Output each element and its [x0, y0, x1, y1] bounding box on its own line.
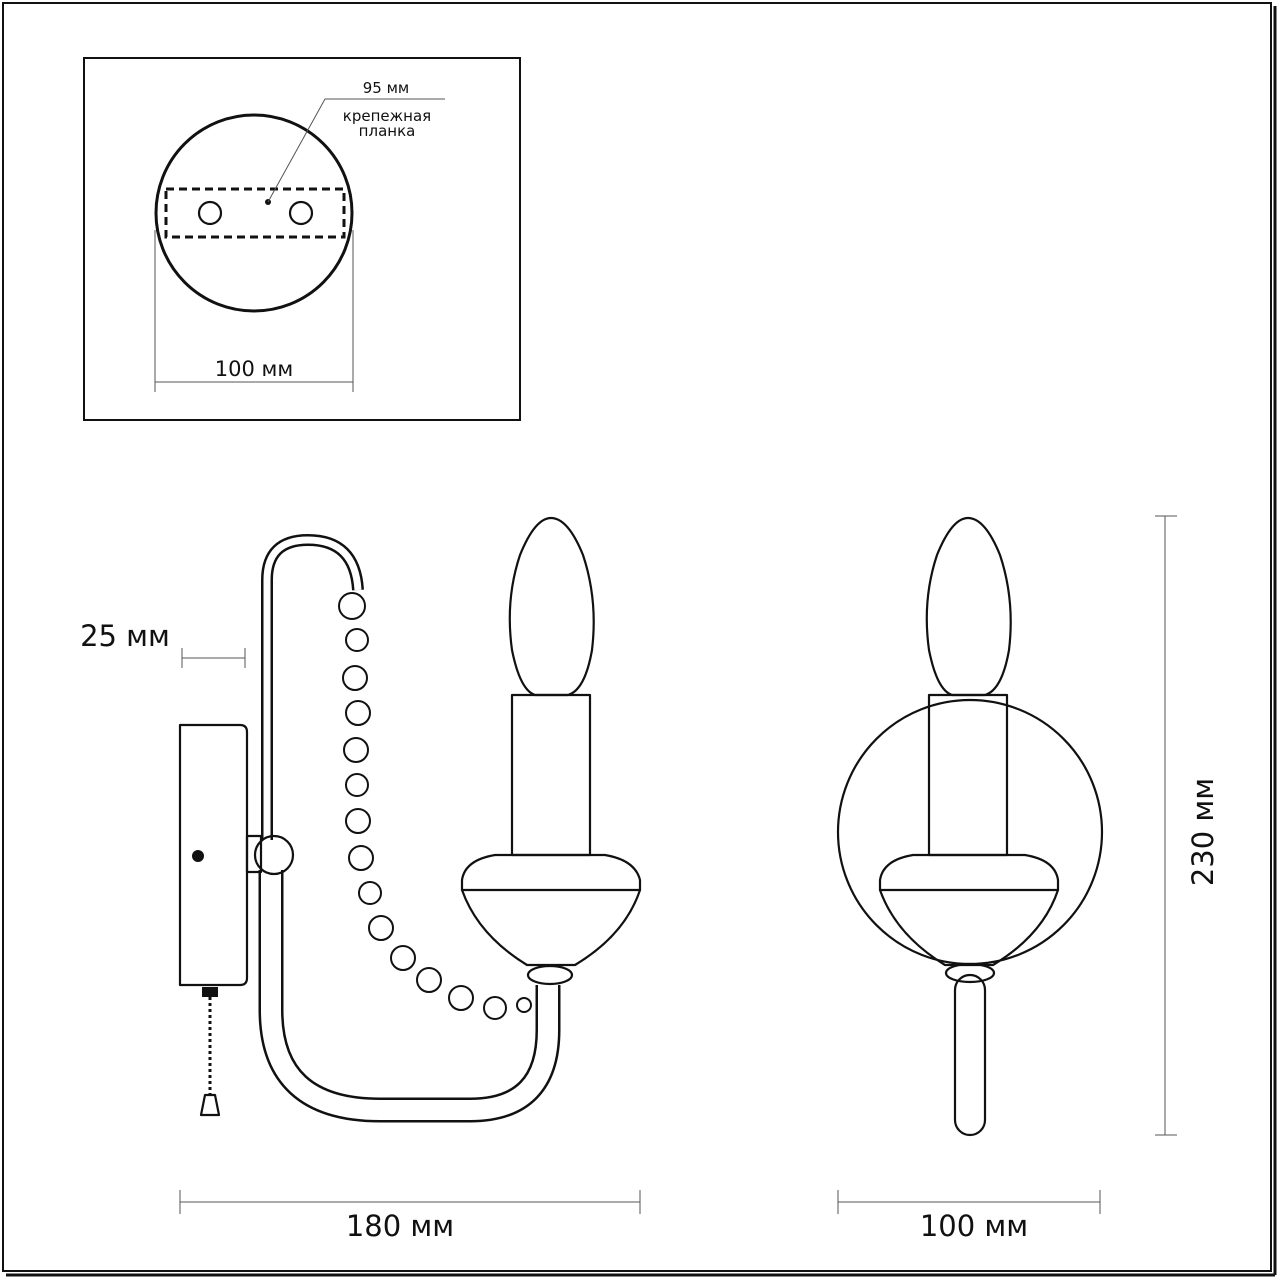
height-label: 230 мм: [1186, 778, 1220, 886]
candle-flame: [508, 516, 595, 697]
dimension-lines: [179, 515, 1177, 1214]
bracket-label-line2: планка: [359, 122, 416, 140]
front-width-label: 100 мм: [920, 1209, 1028, 1243]
bracket-width-label: 95 мм: [363, 79, 410, 97]
arm-joint-ball: [253, 834, 295, 876]
side-width-label: 180 мм: [346, 1209, 454, 1243]
bead-chain: [338, 592, 532, 1020]
plate-diameter-label: 100 мм: [215, 357, 293, 381]
mounting-plate-inset: 95 мм крепежная планка 100 мм: [83, 57, 521, 421]
wall-offset-label: 25 мм: [80, 619, 170, 653]
bracket-label-line1: крепежная: [343, 107, 431, 125]
mounting-plate-circle: [154, 113, 354, 313]
sconce-side-view: [178, 516, 642, 1123]
mounting-bracket: [164, 187, 346, 239]
sconce-front-view: [836, 516, 1104, 1137]
